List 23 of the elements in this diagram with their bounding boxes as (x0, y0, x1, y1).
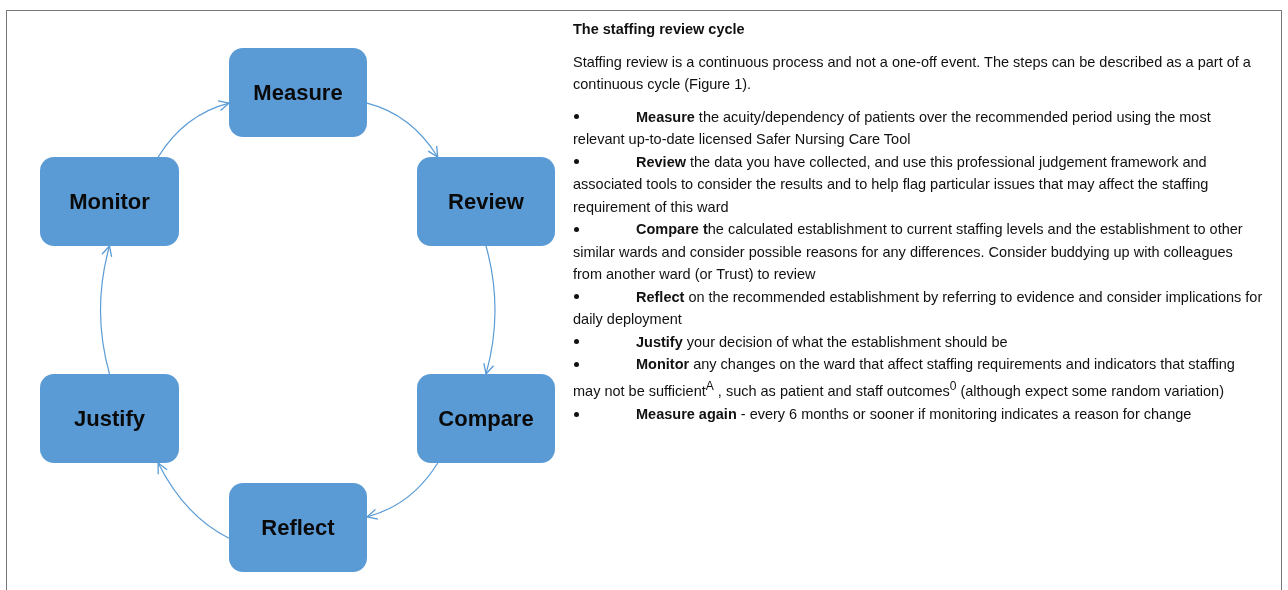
step-box (229, 483, 367, 572)
bullet-item: Monitor any changes on the ward that affect staffing requirements and indicators that staffing may not be sufficient$^{A}$ , such as patient and staff outcomes$^{0}$ (although expect some random variation) (573, 355, 1236, 402)
step-label: Review (448, 188, 524, 215)
step-box (417, 374, 555, 463)
bullet-item: Justify your decision of what the establishment should be (573, 330, 1263, 353)
step-box (417, 157, 555, 246)
section-heading: The staffing review cycle (573, 20, 746, 39)
cycle-arrow (366, 462, 439, 520)
cycle-arrow (157, 462, 230, 539)
bullet-item: Measure again - every 6 months or sooner if monitoring indicates a reason for change (573, 402, 1263, 426)
cycle-arrow (157, 100, 230, 158)
step-label: Compare (438, 405, 534, 432)
step-box (40, 157, 179, 246)
step-box (40, 374, 179, 463)
cycle-arrow (483, 245, 496, 375)
step-label: Monitor (69, 188, 150, 215)
step-label: Reflect (261, 514, 335, 541)
cycle-arrow (366, 102, 439, 158)
step-label: Measure (253, 79, 343, 106)
intro-paragraph: Staffing review is a continuous process and not a one-off event. The steps can be described as a part of a continuous cycle (Figure 1). (573, 52, 1252, 94)
cycle-arrow (99, 245, 113, 375)
step-label: Justify (74, 405, 145, 432)
step-box (229, 48, 367, 137)
